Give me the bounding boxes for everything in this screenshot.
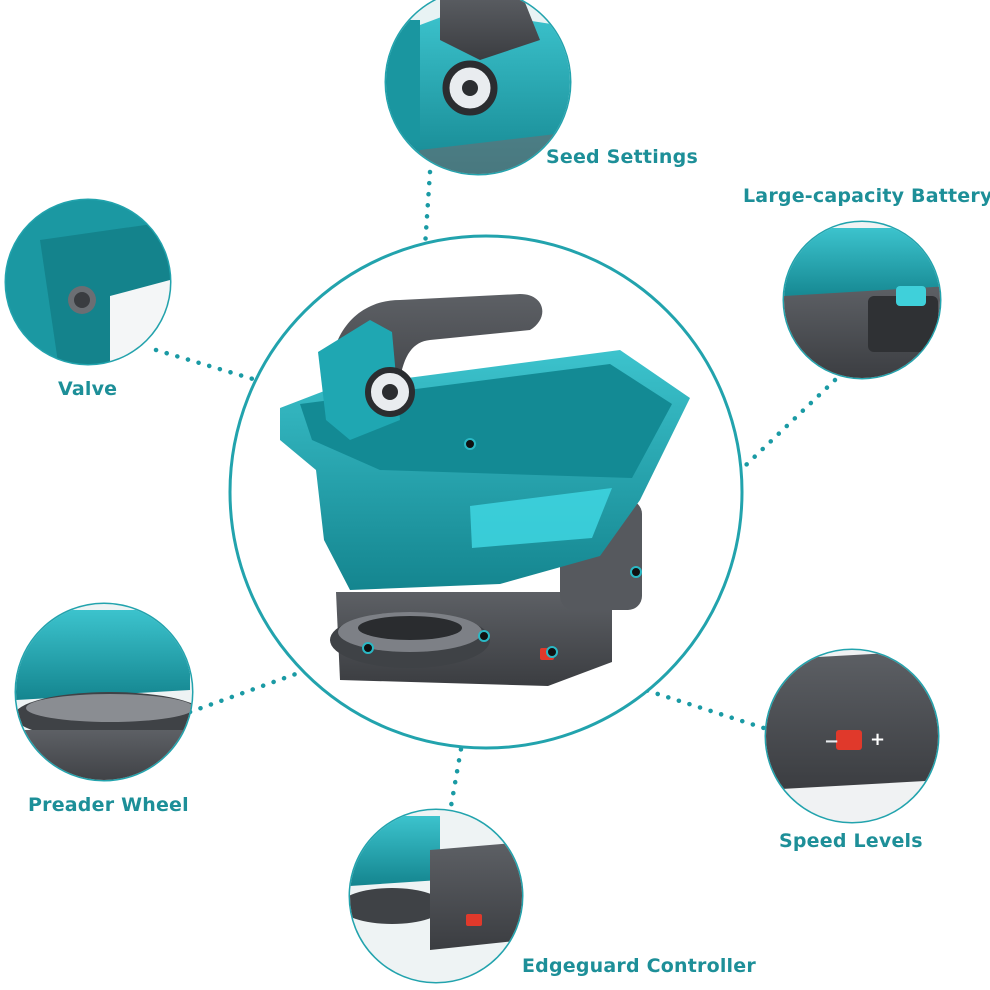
battery-detail bbox=[782, 220, 942, 380]
speed-plus-glyph: + bbox=[870, 729, 885, 750]
label-speed-levels: Speed Levels bbox=[779, 830, 923, 852]
label-spreader-wheel: Preader Wheel bbox=[28, 794, 189, 816]
speed-minus-glyph: − bbox=[824, 731, 839, 752]
speed-levels-detail: − + bbox=[764, 648, 940, 824]
seed-settings-detail bbox=[384, 0, 572, 176]
label-battery: Large-capacity Battery bbox=[743, 185, 990, 207]
edgeguard-detail bbox=[348, 808, 524, 984]
label-valve: Valve bbox=[58, 378, 118, 400]
label-edgeguard: Edgeguard Controller bbox=[522, 955, 756, 977]
valve-detail bbox=[4, 198, 172, 366]
spreader-wheel-detail bbox=[14, 602, 194, 782]
label-seed-settings: Seed Settings bbox=[546, 146, 698, 168]
main-product-view bbox=[228, 234, 744, 750]
